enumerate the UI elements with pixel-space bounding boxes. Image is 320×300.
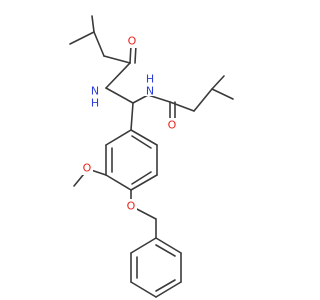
bond — [193, 88, 213, 112]
nitrogen-label: N — [146, 85, 154, 98]
bond — [105, 62, 131, 89]
label-background — [126, 199, 137, 213]
bond — [155, 244, 176, 257]
bond — [105, 87, 134, 104]
label-background — [166, 118, 177, 132]
bond — [130, 102, 134, 131]
label-background — [82, 161, 93, 175]
bond — [105, 174, 132, 191]
bond — [130, 237, 157, 254]
label-background — [90, 84, 101, 98]
bond — [147, 94, 171, 103]
bond — [103, 55, 131, 64]
hydrogen-label: H — [91, 97, 99, 110]
bond — [169, 101, 195, 112]
bond — [132, 94, 149, 104]
oxygen-label: O — [127, 200, 136, 213]
molecule-structure: O N H N H O O O — [69, 15, 234, 298]
oxygen-label: O — [168, 119, 177, 132]
bond — [131, 171, 152, 185]
bond — [211, 88, 234, 100]
hydrogen-label: H — [146, 73, 154, 86]
oxygen-label: O — [83, 162, 92, 175]
bond — [130, 129, 158, 146]
bond — [155, 237, 182, 254]
bond — [105, 129, 132, 146]
bond — [130, 174, 158, 191]
bond — [91, 15, 95, 33]
bond — [155, 279, 176, 292]
bond — [93, 31, 105, 57]
bond — [155, 281, 182, 298]
nitrogen-label: N — [91, 85, 99, 98]
bond — [211, 75, 225, 90]
bond — [131, 135, 152, 149]
bond — [69, 31, 95, 45]
label-background — [127, 34, 138, 48]
label-background — [144, 82, 155, 96]
bond — [130, 281, 157, 298]
oxygen-label: O — [128, 35, 137, 48]
atom-labels: O N H N H O O O — [82, 34, 177, 213]
bond-network — [69, 15, 234, 298]
